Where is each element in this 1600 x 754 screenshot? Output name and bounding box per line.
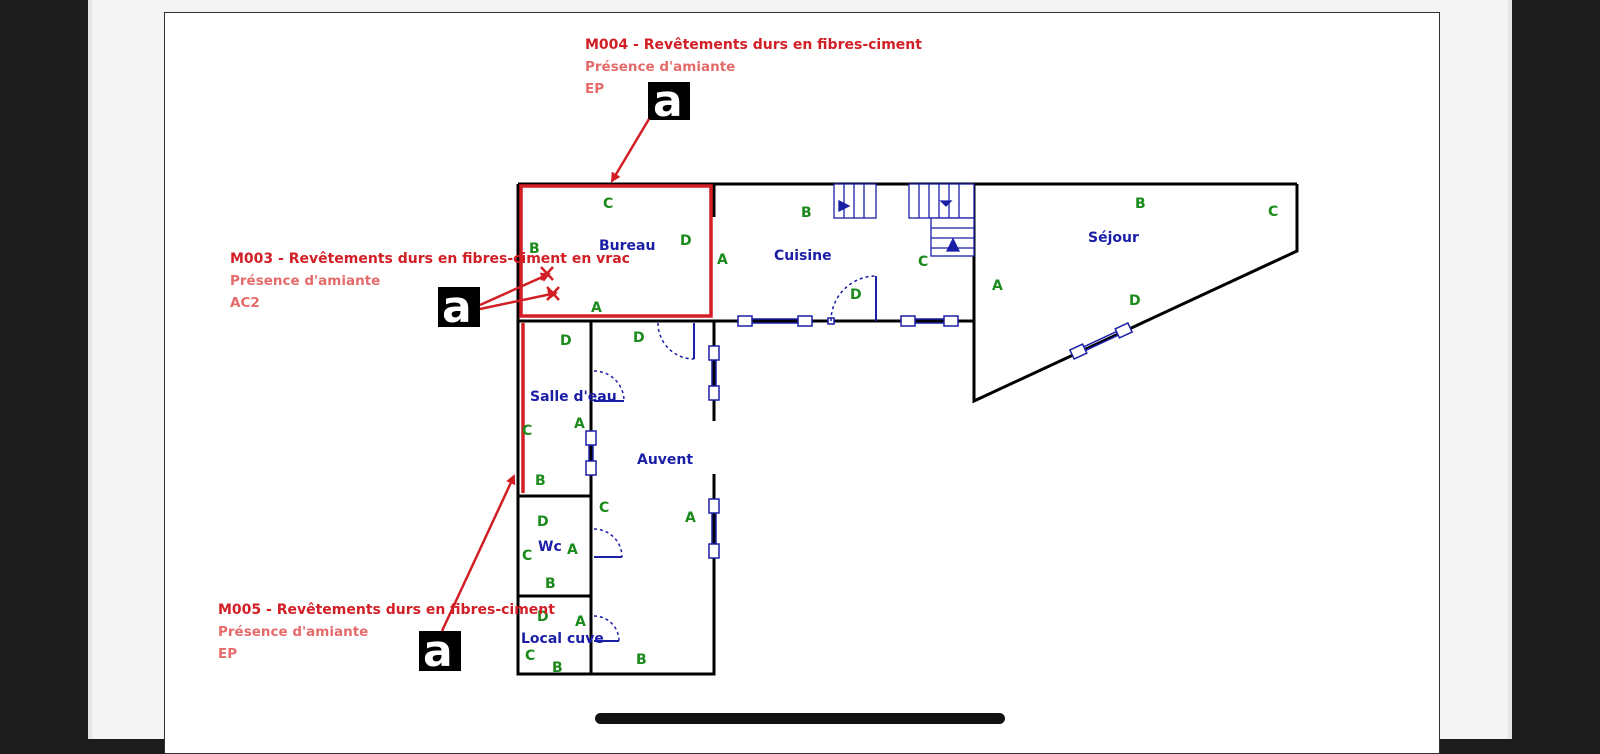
annotation-status: Présence d'amiante [230, 273, 380, 289]
auvent-door-arc [657, 322, 695, 360]
west-south-walls [516, 184, 716, 676]
annotation-status: Présence d'amiante [585, 59, 735, 75]
svg-text:a: a [423, 626, 453, 677]
wall-letter: D [537, 514, 549, 530]
left-letterbox [0, 0, 88, 739]
door-swings [593, 275, 877, 642]
room-label-auvent: Auvent [637, 452, 693, 468]
annotation-arrow [479, 289, 558, 311]
local-cuve-door-arc [593, 615, 620, 642]
wc-door-arc [593, 528, 623, 558]
svg-text:a: a [653, 76, 683, 127]
wall-letter: A [575, 614, 586, 630]
asbestos-badge-icon: a [648, 76, 690, 127]
wall-letter: B [636, 652, 647, 668]
wall-letter: B [545, 576, 556, 592]
wall-letter: C [522, 423, 532, 439]
window-frame [708, 498, 720, 514]
cuisine-door-arc [830, 275, 877, 322]
wall-letter: B [552, 660, 563, 676]
wall-letter: C [522, 548, 532, 564]
window-frame [708, 385, 720, 401]
wall-letter: C [918, 254, 928, 270]
annotation-title: M004 - Revêtements durs en fibres-ciment [585, 37, 922, 53]
room-label-wc: Wc [538, 539, 562, 555]
stairs-icon [833, 183, 975, 257]
window-frame [900, 315, 916, 327]
room-label-sejour: Séjour [1088, 230, 1139, 246]
salle-eau-door-arc [593, 370, 625, 402]
wall-letter: A [992, 278, 1003, 294]
floor-plan-page: Bureau Cuisine Séjour Salle d'eau Auvent… [164, 12, 1440, 754]
window-frame [797, 315, 813, 327]
sheet-left-edge [88, 0, 92, 739]
room-label-bureau: Bureau [599, 238, 655, 254]
annotation-arrow [479, 272, 551, 307]
window-frame [585, 460, 597, 476]
wall-letter: A [591, 300, 602, 316]
svg-text:a: a [442, 282, 472, 333]
window-frame [737, 315, 753, 327]
room-labels: Bureau Cuisine Séjour Salle d'eau Auvent… [521, 230, 1139, 647]
wall-letter: B [535, 473, 546, 489]
annotation-category: AC2 [230, 295, 260, 311]
annotation-status: Présence d'amiante [218, 624, 368, 640]
wall-letter: C [599, 500, 609, 516]
annotation-category: EP [218, 646, 237, 662]
window-frame [708, 345, 720, 361]
wall-letter: A [574, 416, 585, 432]
wall-letter: C [603, 196, 613, 212]
exterior-walls [516, 182, 1299, 676]
wall-letter: C [1268, 204, 1278, 220]
annotation-m003[interactable]: M003 - Revêtements durs en fibres-ciment… [230, 251, 630, 333]
openings [585, 315, 1134, 559]
wall-letter: B [1135, 196, 1146, 212]
asbestos-badge-icon: a [419, 626, 461, 677]
wall-letter: D [633, 330, 645, 346]
window-frame [943, 315, 959, 327]
sheet-right-edge [1508, 0, 1512, 739]
wall-letter: D [680, 233, 692, 249]
annotation-arrow [610, 118, 651, 183]
room-label-cuisine: Cuisine [774, 248, 832, 264]
annotation-m004[interactable]: M004 - Revêtements durs en fibres-ciment… [585, 37, 922, 183]
floor-plan: Bureau Cuisine Séjour Salle d'eau Auvent… [218, 37, 1299, 677]
wall-letter: B [801, 205, 812, 221]
window-frame [708, 543, 720, 559]
annotation-category: EP [585, 81, 604, 97]
sejour-window [1068, 321, 1134, 361]
right-letterbox [1512, 0, 1600, 739]
wall-letter: D [537, 609, 549, 625]
wall-letter: A [717, 252, 728, 268]
wall-letter: B [529, 241, 540, 257]
bureau-asbestos-outline [519, 184, 713, 318]
asbestos-walls [519, 184, 713, 493]
asbestos-badge-icon: a [438, 282, 480, 333]
wall-letter: C [525, 648, 535, 664]
annotation-title: M005 - Revêtements durs en fibres-ciment [218, 602, 555, 618]
wall-letter: D [1129, 293, 1141, 309]
annotation-m005[interactable]: M005 - Revêtements durs en fibres-ciment… [218, 474, 555, 677]
home-indicator-bar[interactable] [595, 713, 1005, 724]
wall-letter: D [560, 333, 572, 349]
wall-letter: A [685, 510, 696, 526]
wall-letters: C B D A B A C D B C A D D D A C B A C D [522, 196, 1278, 676]
wall-letter: D [850, 287, 862, 303]
wall-letter: A [567, 542, 578, 558]
window-frame [585, 430, 597, 446]
room-label-local-cuve: Local cuve [521, 631, 604, 647]
room-label-salle-eau: Salle d'eau [530, 389, 617, 405]
annotation-title: M003 - Revêtements durs en fibres-ciment… [230, 251, 630, 267]
annotation-arrow [440, 474, 516, 632]
door-leaves [594, 276, 877, 642]
sample-point-marker [540, 266, 560, 301]
